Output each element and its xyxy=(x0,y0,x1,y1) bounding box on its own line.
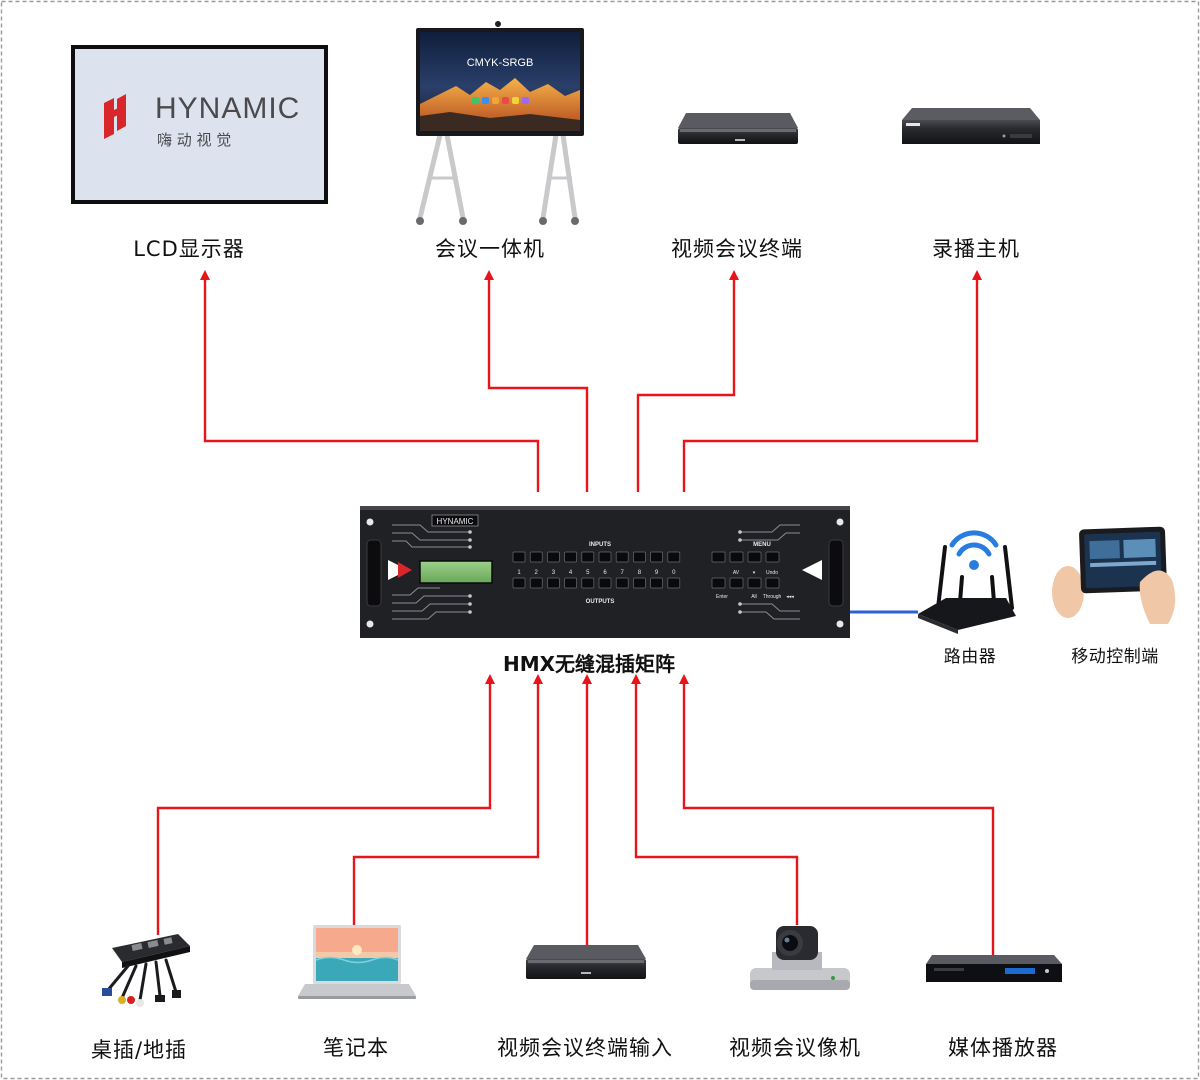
arrow-matrix-to-conference-display xyxy=(484,270,589,492)
output-button-4 xyxy=(564,577,577,589)
label-desk-socket: 桌插/地插 xyxy=(90,1038,188,1062)
input-button-7 xyxy=(615,551,629,563)
label-mobile-control: 移动控制端 xyxy=(1071,647,1159,667)
digit-label-4: 4 xyxy=(569,570,573,576)
arrow-laptop-to-matrix xyxy=(352,674,543,928)
label-router: 路由器 xyxy=(943,647,997,667)
matrix-menu-label: MENU xyxy=(753,542,771,548)
display-screen-title: CMYK-SRGB xyxy=(467,57,534,69)
input-button-4 xyxy=(564,551,577,563)
arrow-matrix-to-lcd xyxy=(200,270,540,492)
interactive-display-on-stand-icon: CMYK-SRGB xyxy=(416,21,584,225)
output-button-3 xyxy=(547,577,560,589)
input-button-8 xyxy=(633,551,646,563)
digit-label-2: 2 xyxy=(535,570,539,576)
arrow-camera-to-matrix xyxy=(631,674,799,925)
menu-label-top-2: ▾ xyxy=(753,570,756,576)
menu-label-bottom-4: ◂◂◂ xyxy=(786,594,794,600)
menu-label-top-3: Undo xyxy=(766,570,778,576)
matrix-digit-labels: 1 2 3 4 5 6 7 8 9 0 xyxy=(517,570,676,576)
input-button-3 xyxy=(547,551,560,563)
label-laptop: 笔记本 xyxy=(323,1036,389,1060)
output-button-5 xyxy=(581,577,595,589)
arrow-matrix-to-video-terminal xyxy=(636,270,739,492)
tablet-in-hands-icon xyxy=(1052,526,1176,624)
arrow-desk-socket-to-matrix xyxy=(156,674,495,935)
recorder-box-icon xyxy=(902,108,1040,144)
menu-button-bottom-3 xyxy=(747,577,762,589)
input-button-1 xyxy=(512,551,526,563)
output-button-0 xyxy=(667,577,681,589)
matrix-outputs-label: OUTPUTS xyxy=(586,599,615,605)
label-matrix: HMX无缝混插矩阵 xyxy=(502,652,676,676)
matrix-brand-plate: HYNAMIC xyxy=(437,517,474,526)
codec-box-icon xyxy=(678,113,798,144)
input-button-5 xyxy=(581,551,595,563)
laptop-icon xyxy=(298,925,416,999)
menu-label-top-1: AV xyxy=(733,570,740,576)
arrow-matrix-to-recorder xyxy=(682,270,982,492)
menu-button-bottom-1 xyxy=(711,577,726,589)
label-video-conf-terminal: 视频会议终端 xyxy=(671,237,803,261)
rack-matrix-switcher-icon: HYNAMIC INPUTS OUTPUTS MENU 1 2 3 4 5 6 7 8 9 0 A… xyxy=(360,506,850,638)
output-button-6 xyxy=(598,577,612,589)
label-lcd-display: LCD显示器 xyxy=(133,237,245,261)
menu-button-bottom-2 xyxy=(729,577,744,589)
output-button-2 xyxy=(529,577,543,589)
menu-button-top-3 xyxy=(747,551,762,563)
output-button-9 xyxy=(650,577,663,589)
menu-button-top-1 xyxy=(711,551,726,563)
desk-socket-icon xyxy=(102,934,190,1007)
label-media-player: 媒体播放器 xyxy=(948,1036,1058,1060)
menu-label-bottom-1: Enter xyxy=(716,594,728,600)
wifi-router-icon xyxy=(918,530,1016,634)
menu-label-bottom-3: Through xyxy=(763,594,782,600)
label-recording-host: 录播主机 xyxy=(932,237,1020,261)
menu-button-top-4 xyxy=(765,551,780,563)
matrix-inputs-label: INPUTS xyxy=(589,542,611,548)
digit-label-6: 6 xyxy=(603,570,607,576)
label-video-conf-terminal-input: 视频会议终端输入 xyxy=(497,1036,673,1060)
lcd-logo-brand-cn: 嗨 动 视 觉 xyxy=(157,131,231,149)
lcd-logo-brand: HYNAMIC xyxy=(155,92,300,125)
matrix-button-grid xyxy=(512,551,681,589)
media-player-icon xyxy=(926,955,1062,982)
digit-label-1: 1 xyxy=(517,570,521,576)
output-button-8 xyxy=(633,577,646,589)
label-video-conf-camera: 视频会议像机 xyxy=(729,1036,861,1060)
digit-label-7: 7 xyxy=(621,570,625,576)
menu-button-bottom-4 xyxy=(765,577,780,589)
digit-label-5: 5 xyxy=(586,570,590,576)
input-button-6 xyxy=(598,551,612,563)
digit-label-0: 0 xyxy=(672,570,676,576)
codec-box-icon xyxy=(526,945,646,979)
output-button-7 xyxy=(615,577,629,589)
output-button-1 xyxy=(512,577,526,589)
lcd-monitor-icon: HYNAMIC 嗨 动 视 觉 xyxy=(71,45,328,204)
digit-label-8: 8 xyxy=(638,570,642,576)
ptz-camera-icon xyxy=(750,926,850,990)
matrix-menu-buttons xyxy=(711,551,780,589)
input-button-9 xyxy=(650,551,663,563)
input-button-2 xyxy=(529,551,543,563)
input-button-0 xyxy=(667,551,681,563)
arrow-media-player-to-matrix xyxy=(679,674,995,955)
menu-button-top-2 xyxy=(729,551,744,563)
label-conference-all-in-one: 会议一体机 xyxy=(435,237,545,261)
digit-label-3: 3 xyxy=(552,570,556,576)
menu-label-bottom-2: All xyxy=(751,594,757,600)
digit-label-9: 9 xyxy=(655,570,659,576)
